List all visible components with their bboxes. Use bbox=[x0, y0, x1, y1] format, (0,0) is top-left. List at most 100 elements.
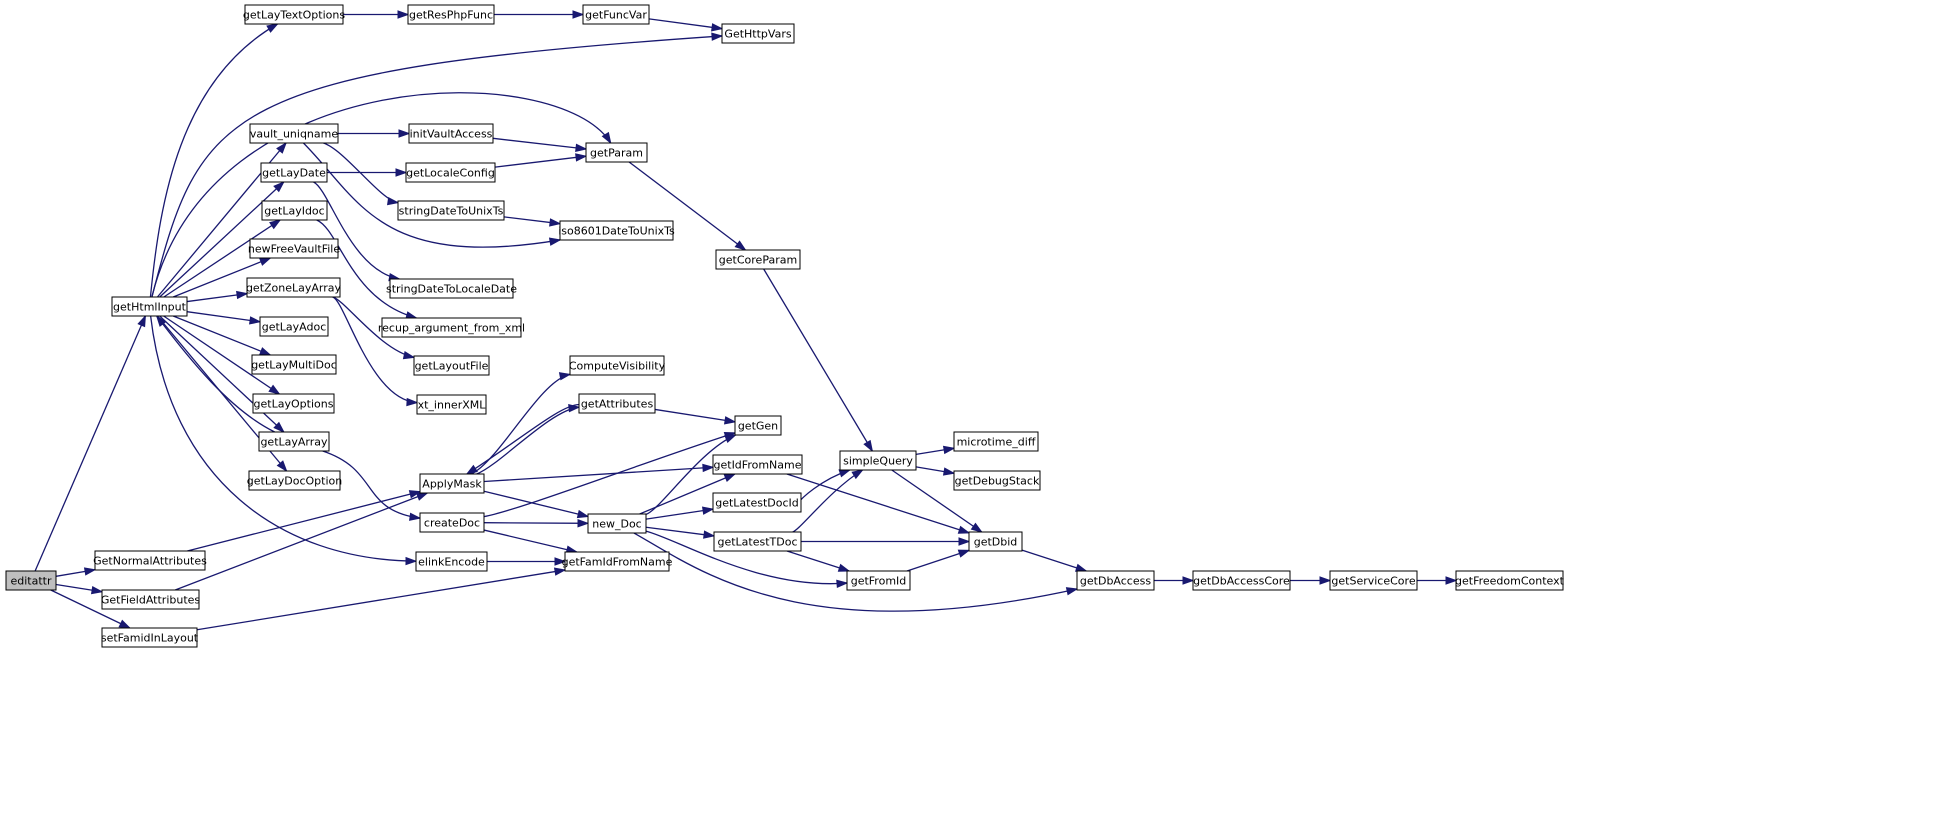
node-box[interactable] bbox=[587, 513, 647, 534]
node-box[interactable] bbox=[249, 123, 339, 144]
node-box[interactable] bbox=[259, 316, 329, 337]
node-getLatestTDoc[interactable]: getLatestTDoc bbox=[713, 531, 802, 552]
node-getFamIdFromName[interactable]: getFamIdFromName bbox=[562, 551, 673, 572]
node-getLatestDocId[interactable]: getLatestDocId bbox=[712, 492, 802, 513]
node-box[interactable] bbox=[408, 123, 494, 144]
node-box[interactable] bbox=[734, 415, 782, 436]
node-setFamidInLayout[interactable]: setFamidInLayout bbox=[101, 627, 199, 648]
node-box[interactable] bbox=[569, 355, 665, 376]
node-box[interactable] bbox=[582, 4, 650, 25]
node-box[interactable] bbox=[248, 470, 341, 491]
node-box[interactable] bbox=[413, 355, 490, 376]
node-stringDateToLocaleDate[interactable]: stringDateToLocaleDate bbox=[386, 278, 517, 299]
node-box[interactable] bbox=[953, 431, 1039, 452]
node-box[interactable] bbox=[712, 454, 803, 475]
node-box[interactable] bbox=[564, 551, 670, 572]
node-box[interactable] bbox=[261, 200, 328, 221]
node-box[interactable] bbox=[251, 354, 337, 375]
node-getDbAccessCore[interactable]: getDbAccessCore bbox=[1192, 570, 1291, 591]
node-box[interactable] bbox=[416, 394, 487, 415]
node-box[interactable] bbox=[712, 492, 802, 513]
node-box[interactable] bbox=[249, 238, 339, 259]
node-getGen[interactable]: getGen bbox=[734, 415, 782, 436]
node-getFromId[interactable]: getFromId bbox=[846, 570, 911, 591]
node-box[interactable] bbox=[1076, 570, 1155, 591]
node-box[interactable] bbox=[389, 278, 514, 299]
node-vault_uniqname[interactable]: vault_uniqname bbox=[249, 123, 339, 144]
node-box[interactable] bbox=[559, 220, 674, 241]
node-GetFieldAttributes[interactable]: GetFieldAttributes bbox=[101, 589, 201, 610]
node-box[interactable] bbox=[715, 249, 801, 270]
node-box[interactable] bbox=[419, 512, 485, 533]
node-box[interactable] bbox=[246, 277, 341, 298]
node-getAttributes[interactable]: getAttributes bbox=[578, 393, 656, 414]
node-getParam[interactable]: getParam bbox=[585, 142, 648, 163]
node-box[interactable] bbox=[721, 23, 795, 44]
node-getLayDocOption[interactable]: getLayDocOption bbox=[247, 470, 342, 491]
node-getCoreParam[interactable]: getCoreParam bbox=[715, 249, 801, 270]
node-getIdFromName[interactable]: getIdFromName bbox=[712, 454, 803, 475]
node-iso8601DateToUnixTs[interactable]: iso8601DateToUnixTs bbox=[558, 220, 675, 241]
node-elinkEncode[interactable]: elinkEncode bbox=[415, 551, 488, 572]
node-box[interactable] bbox=[419, 473, 485, 494]
node-box[interactable] bbox=[407, 4, 495, 25]
node-recup_argument_from_xml[interactable]: recup_argument_from_xml bbox=[378, 317, 525, 338]
node-box[interactable] bbox=[252, 393, 335, 414]
node-editattr[interactable]: editattr bbox=[5, 570, 57, 591]
node-getResPhpFunc[interactable]: getResPhpFunc bbox=[407, 4, 495, 25]
node-box[interactable] bbox=[111, 296, 188, 317]
node-box[interactable] bbox=[244, 4, 344, 25]
node-box[interactable] bbox=[101, 589, 200, 610]
node-box[interactable] bbox=[846, 570, 911, 591]
node-stringDateToUnixTs[interactable]: stringDateToUnixTs bbox=[397, 200, 505, 221]
edge-line bbox=[639, 473, 736, 515]
node-box[interactable] bbox=[1455, 570, 1564, 591]
node-getServiceCore[interactable]: getServiceCore bbox=[1329, 570, 1418, 591]
node-getLayoutFile[interactable]: getLayoutFile bbox=[413, 355, 490, 376]
node-newFreeVaultFile[interactable]: newFreeVaultFile bbox=[248, 238, 340, 259]
node-box[interactable] bbox=[397, 200, 505, 221]
node-box[interactable] bbox=[101, 627, 198, 648]
node-getLayAdoc[interactable]: getLayAdoc bbox=[259, 316, 329, 337]
node-getZoneLayArray[interactable]: getZoneLayArray bbox=[246, 277, 342, 298]
node-xt_innerXML[interactable]: xt_innerXML bbox=[416, 394, 487, 415]
node-box[interactable] bbox=[1192, 570, 1291, 591]
edge-arrowhead bbox=[549, 218, 562, 227]
node-box[interactable] bbox=[258, 431, 330, 452]
node-getDebugStack[interactable]: getDebugStack bbox=[953, 470, 1041, 491]
node-box[interactable] bbox=[713, 531, 802, 552]
node-getLayMultiDoc[interactable]: getLayMultiDoc bbox=[251, 354, 337, 375]
node-getFuncVar[interactable]: getFuncVar bbox=[582, 4, 650, 25]
node-box[interactable] bbox=[5, 570, 57, 591]
node-initVaultAccess[interactable]: initVaultAccess bbox=[408, 123, 494, 144]
node-getDbAccess[interactable]: getDbAccess bbox=[1076, 570, 1155, 591]
node-box[interactable] bbox=[260, 162, 328, 183]
node-new_Doc[interactable]: new_Doc bbox=[587, 513, 647, 534]
node-box[interactable] bbox=[405, 162, 496, 183]
node-getLayDate[interactable]: getLayDate bbox=[260, 162, 328, 183]
node-getLayIdoc[interactable]: getLayIdoc bbox=[261, 200, 328, 221]
node-getLayTextOptions[interactable]: getLayTextOptions bbox=[243, 4, 345, 25]
node-box[interactable] bbox=[381, 317, 522, 338]
node-ComputeVisibility[interactable]: ComputeVisibility bbox=[569, 355, 666, 376]
node-getFreedomContext[interactable]: getFreedomContext bbox=[1455, 570, 1565, 591]
node-createDoc[interactable]: createDoc bbox=[419, 512, 485, 533]
node-GetHttpVars[interactable]: GetHttpVars bbox=[721, 23, 795, 44]
node-box[interactable] bbox=[585, 142, 648, 163]
node-ApplyMask[interactable]: ApplyMask bbox=[419, 473, 485, 494]
node-getDbid[interactable]: getDbid bbox=[968, 531, 1023, 552]
node-getLocaleConfig[interactable]: getLocaleConfig bbox=[405, 162, 496, 183]
node-getHtmlInput[interactable]: getHtmlInput bbox=[111, 296, 188, 317]
node-box[interactable] bbox=[1329, 570, 1418, 591]
node-box[interactable] bbox=[94, 550, 206, 571]
node-GetNormalAttributes[interactable]: GetNormalAttributes bbox=[93, 550, 207, 571]
node-box[interactable] bbox=[415, 551, 488, 572]
node-microtime_diff[interactable]: microtime_diff bbox=[953, 431, 1039, 452]
node-box[interactable] bbox=[968, 531, 1023, 552]
node-getLayOptions[interactable]: getLayOptions bbox=[252, 393, 335, 414]
node-simpleQuery[interactable]: simpleQuery bbox=[839, 450, 917, 471]
node-getLayArray[interactable]: getLayArray bbox=[258, 431, 330, 452]
node-box[interactable] bbox=[953, 470, 1041, 491]
node-box[interactable] bbox=[578, 393, 656, 414]
node-box[interactable] bbox=[839, 450, 917, 471]
